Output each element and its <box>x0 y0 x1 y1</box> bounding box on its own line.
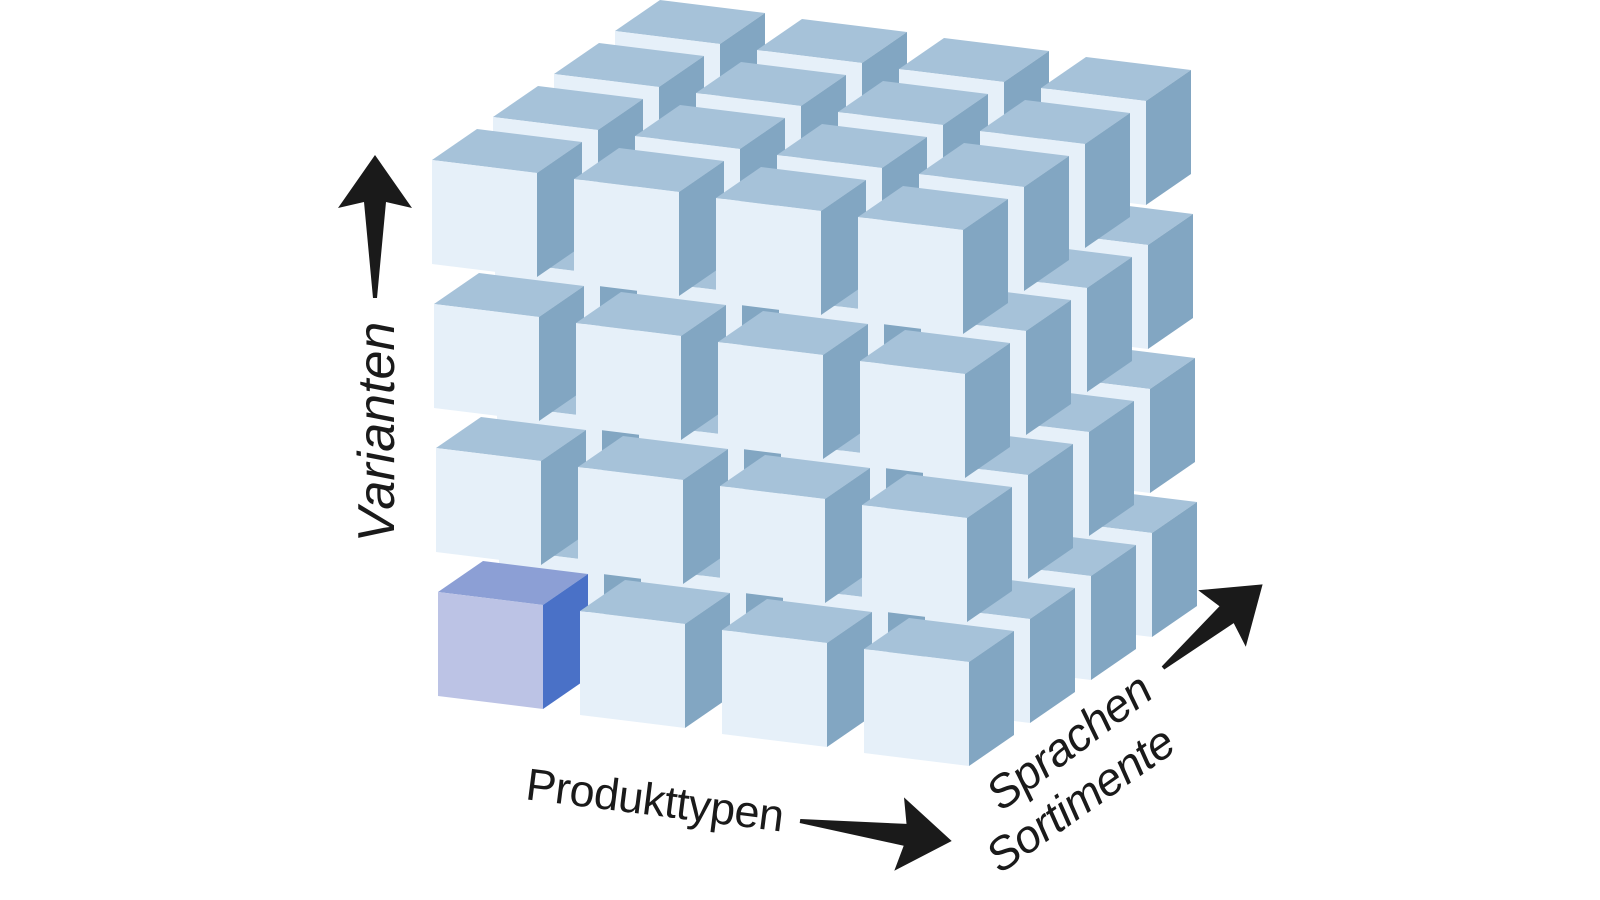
cube-cell <box>722 599 872 747</box>
produkttypen-axis-arrow-icon <box>799 797 952 871</box>
cube-cell <box>578 436 728 584</box>
sprachen-axis-arrow-icon <box>1161 584 1263 670</box>
cube-matrix <box>432 0 1197 766</box>
cube-cell <box>716 167 866 315</box>
cube-cell <box>864 618 1014 766</box>
varianten-axis-arrow-icon <box>338 155 412 298</box>
cube-cell <box>576 292 726 440</box>
axis-arrows <box>338 155 1263 871</box>
cube-cell-highlighted <box>438 561 588 709</box>
cube-cell <box>720 455 870 603</box>
cube-cell <box>862 474 1012 622</box>
cube-cell <box>858 186 1008 334</box>
cube-cell <box>436 417 586 565</box>
cube-cell <box>574 148 724 296</box>
cube-cell <box>860 330 1010 478</box>
cube-cell <box>580 580 730 728</box>
axis-label-varianten: Varianten <box>348 321 406 543</box>
cube-cell <box>718 311 868 459</box>
cube-cell <box>432 129 582 277</box>
cube-cell <box>434 273 584 421</box>
